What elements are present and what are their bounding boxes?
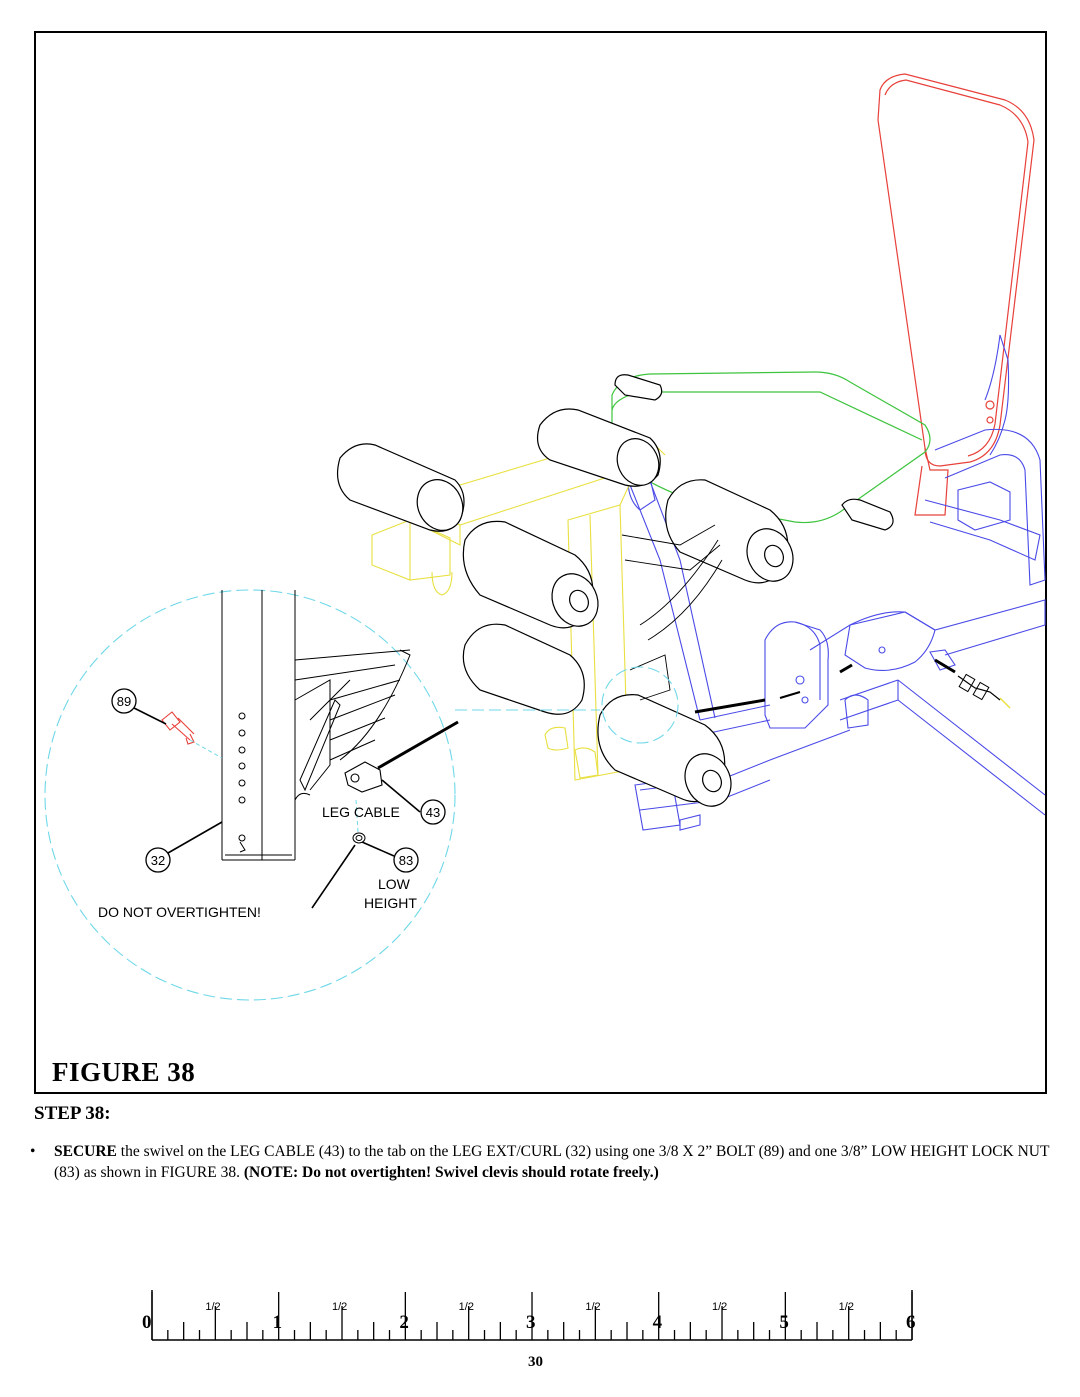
ruler-half-label: 1/2 (585, 1301, 600, 1313)
rotation-arm (621, 524, 723, 701)
ruler-half-label: 1/2 (205, 1301, 220, 1313)
figure-title: FIGURE 38 (52, 1057, 196, 1087)
detail-circle (44, 589, 679, 1001)
callout-32: 32 (151, 853, 165, 868)
page-number: 30 (528, 1354, 543, 1370)
ruler-inch-label: 5 (779, 1312, 789, 1333)
secure-word: SECURE (54, 1143, 117, 1160)
inch-ruler: 0 1/2 1 1/2 2 1/2 3 1/2 4 1/2 5 1/2 6 (142, 1290, 916, 1341)
ruler-inch-label: 2 (399, 1312, 409, 1333)
detail-view (221, 590, 411, 861)
bullet: • (30, 1143, 36, 1160)
bolt-path (189, 739, 223, 759)
instruction-body: the swivel on the LEG CABLE (43) to the … (54, 1143, 1050, 1181)
callout-circles (111, 688, 446, 873)
assembly-drawing: 89 43 32 83 (44, 73, 1046, 1001)
ruler-inch-label: 0 (142, 1312, 152, 1333)
callout-43: 43 (426, 805, 440, 820)
leg-cable (694, 658, 1011, 714)
figure-frame (34, 31, 1047, 1094)
bolt-89 (161, 711, 195, 745)
ruler-half-label: 1/2 (332, 1301, 347, 1313)
ruler-half-label: 1/2 (839, 1301, 854, 1313)
nut-path (355, 799, 359, 833)
ruler-inch-label: 4 (653, 1312, 663, 1333)
height-label: HEIGHT (364, 895, 417, 911)
swivel-clevis (344, 761, 383, 793)
ruler-inch-label: 3 (526, 1312, 536, 1333)
callout-89: 89 (117, 694, 131, 709)
do-not-overtighten-label: DO NOT OVERTIGHTEN! (98, 904, 261, 920)
main-frame (619, 334, 1046, 831)
ruler-half-label: 1/2 (712, 1301, 727, 1313)
ruler-inch-label: 6 (906, 1312, 916, 1333)
cable-detail-line (377, 720, 459, 770)
instruction-note: (NOTE: Do not overtighten! Swivel clevis… (243, 1164, 659, 1181)
ruler-half-label: 1/2 (459, 1301, 474, 1313)
roller-pads (337, 374, 894, 807)
step-instruction: • SECURE the swivel on the LEG CABLE (43… (30, 1141, 1050, 1183)
leg-cable-label: LEG CABLE (322, 804, 400, 820)
callout-leaders (133, 707, 421, 909)
step-title: STEP 38: (34, 1103, 111, 1124)
ruler-inch-label: 1 (273, 1312, 283, 1333)
nut-83 (352, 832, 366, 844)
low-label: LOW (378, 876, 410, 892)
backrest-pad (877, 73, 1035, 516)
callout-83: 83 (399, 853, 413, 868)
